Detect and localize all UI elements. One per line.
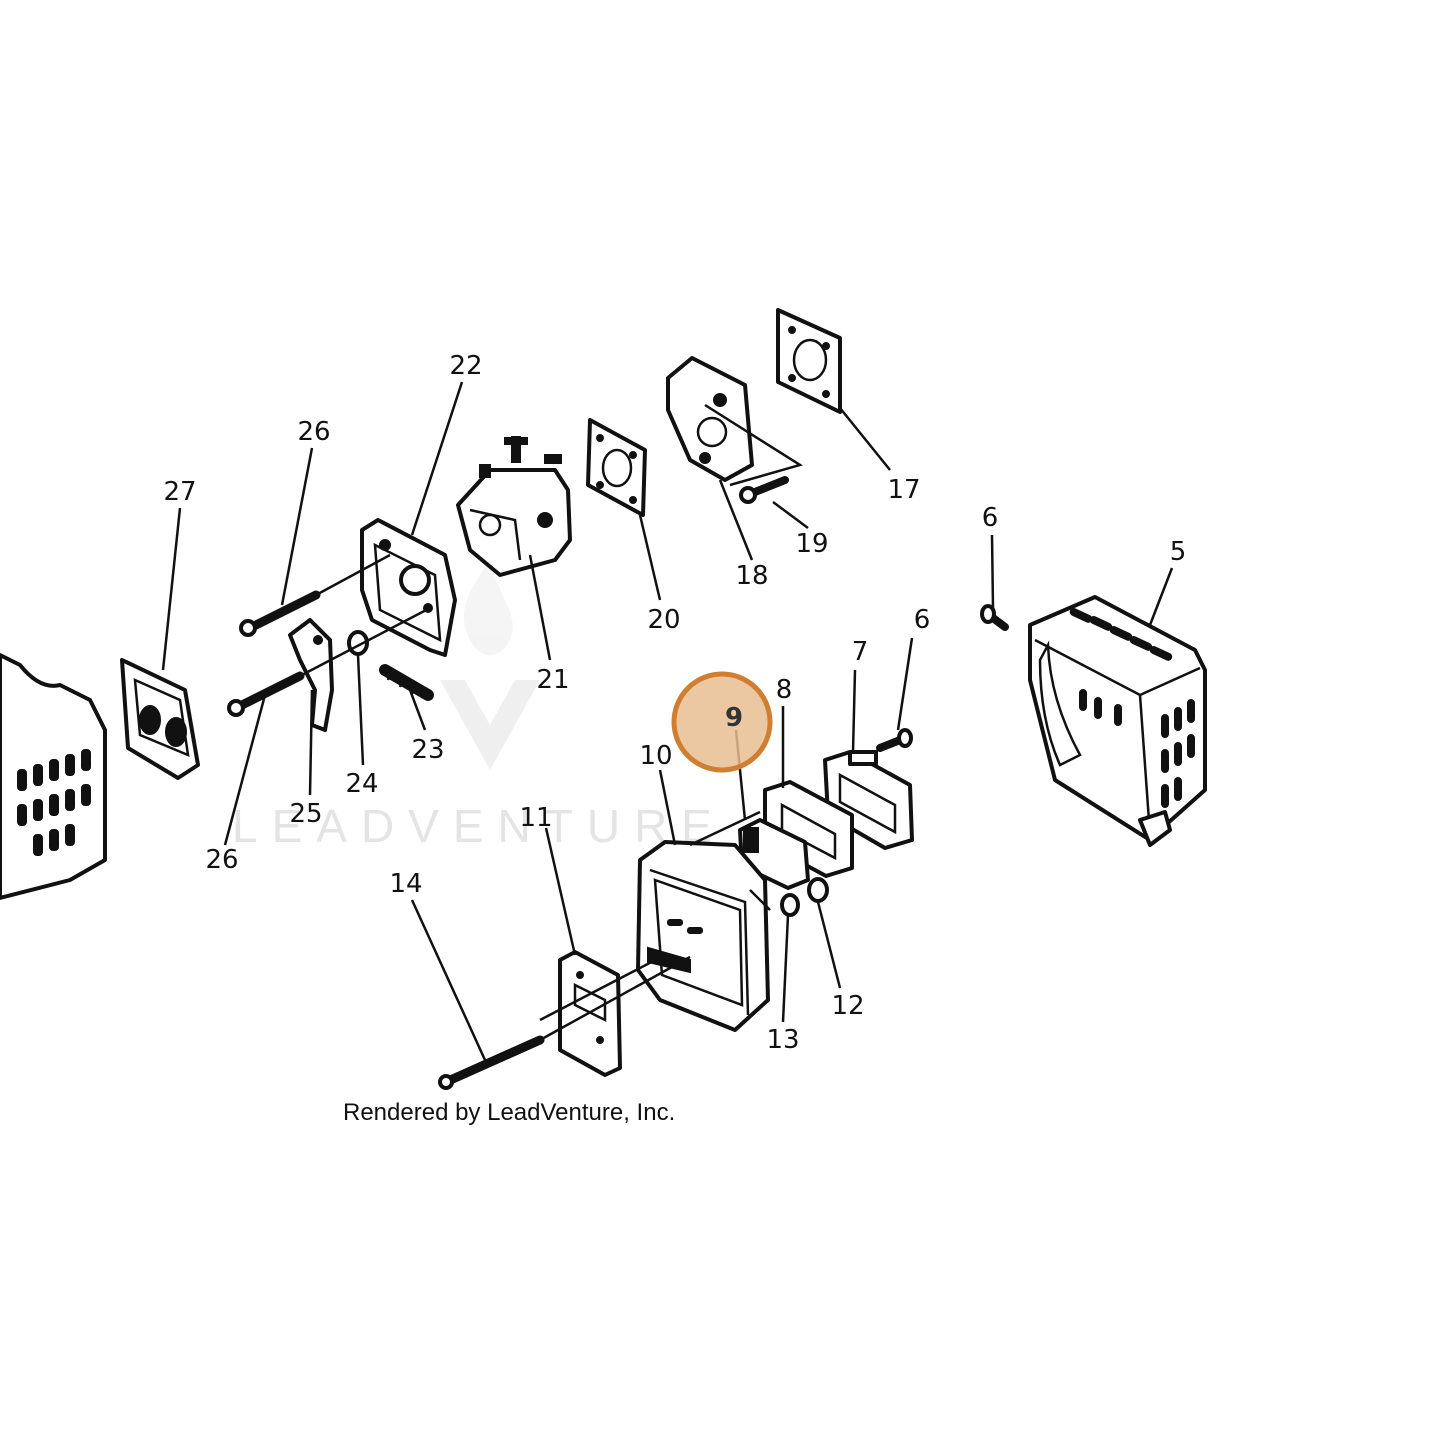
part-air-filter-element[interactable] (120, 658, 200, 780)
part-screw-6-lower[interactable] (876, 728, 913, 752)
callout-10[interactable]: 10 (639, 741, 672, 771)
highlight-callout-9[interactable]: 9 (671, 671, 773, 773)
part-gasket-17[interactable] (776, 308, 842, 414)
callout-13[interactable]: 13 (766, 1025, 799, 1055)
callout-22[interactable]: 22 (449, 351, 482, 381)
part-throttle-bracket[interactable] (288, 618, 334, 732)
part-spring-23[interactable] (379, 664, 434, 701)
callout-17[interactable]: 17 (887, 475, 920, 505)
part-filter-base[interactable] (360, 518, 457, 657)
callout-9: 9 (725, 703, 743, 733)
callout-6-upper[interactable]: 6 (982, 503, 999, 533)
callout-24[interactable]: 24 (345, 769, 378, 799)
callout-19[interactable]: 19 (795, 529, 828, 559)
part-carburetor[interactable] (456, 436, 572, 577)
callout-7[interactable]: 7 (852, 637, 869, 667)
callout-21[interactable]: 21 (536, 665, 569, 695)
part-screw-6-upper[interactable] (980, 604, 1009, 631)
part-muffler-cover[interactable] (1028, 595, 1207, 847)
callout-26-lower[interactable]: 26 (205, 845, 238, 875)
part-nut-12[interactable] (807, 877, 829, 903)
leader-lines (161, 381, 1174, 1061)
callout-6-lower[interactable]: 6 (914, 605, 931, 635)
part-gasket-20[interactable] (586, 418, 647, 517)
part-muffler-bolt[interactable] (438, 955, 691, 1090)
part-bolt-lower[interactable] (227, 671, 305, 717)
part-muffler[interactable] (636, 840, 771, 1032)
part-filter-housing[interactable] (0, 653, 107, 900)
callout-14[interactable]: 14 (389, 869, 422, 899)
callout-27[interactable]: 27 (163, 477, 196, 507)
callout-25[interactable]: 25 (289, 799, 322, 829)
callout-8[interactable]: 8 (776, 675, 793, 705)
part-intake-insulator[interactable] (666, 356, 804, 487)
callout-23[interactable]: 23 (411, 735, 444, 765)
credit-text: Rendered by LeadVenture, Inc. (343, 1099, 675, 1126)
callout-18[interactable]: 18 (735, 561, 768, 591)
alignment-lines (299, 553, 761, 1022)
watermark-logo (440, 560, 540, 770)
callout-5[interactable]: 5 (1170, 537, 1187, 567)
part-washer-13[interactable] (780, 893, 800, 917)
watermark-text: LEADVENTURE (232, 800, 726, 852)
callout-12[interactable]: 12 (831, 991, 864, 1021)
part-bolt-upper[interactable] (239, 590, 321, 637)
part-bolt-19[interactable] (739, 476, 789, 504)
callout-26-upper[interactable]: 26 (297, 417, 330, 447)
callout-11[interactable]: 11 (519, 803, 552, 833)
callout-20[interactable]: 20 (647, 605, 680, 635)
